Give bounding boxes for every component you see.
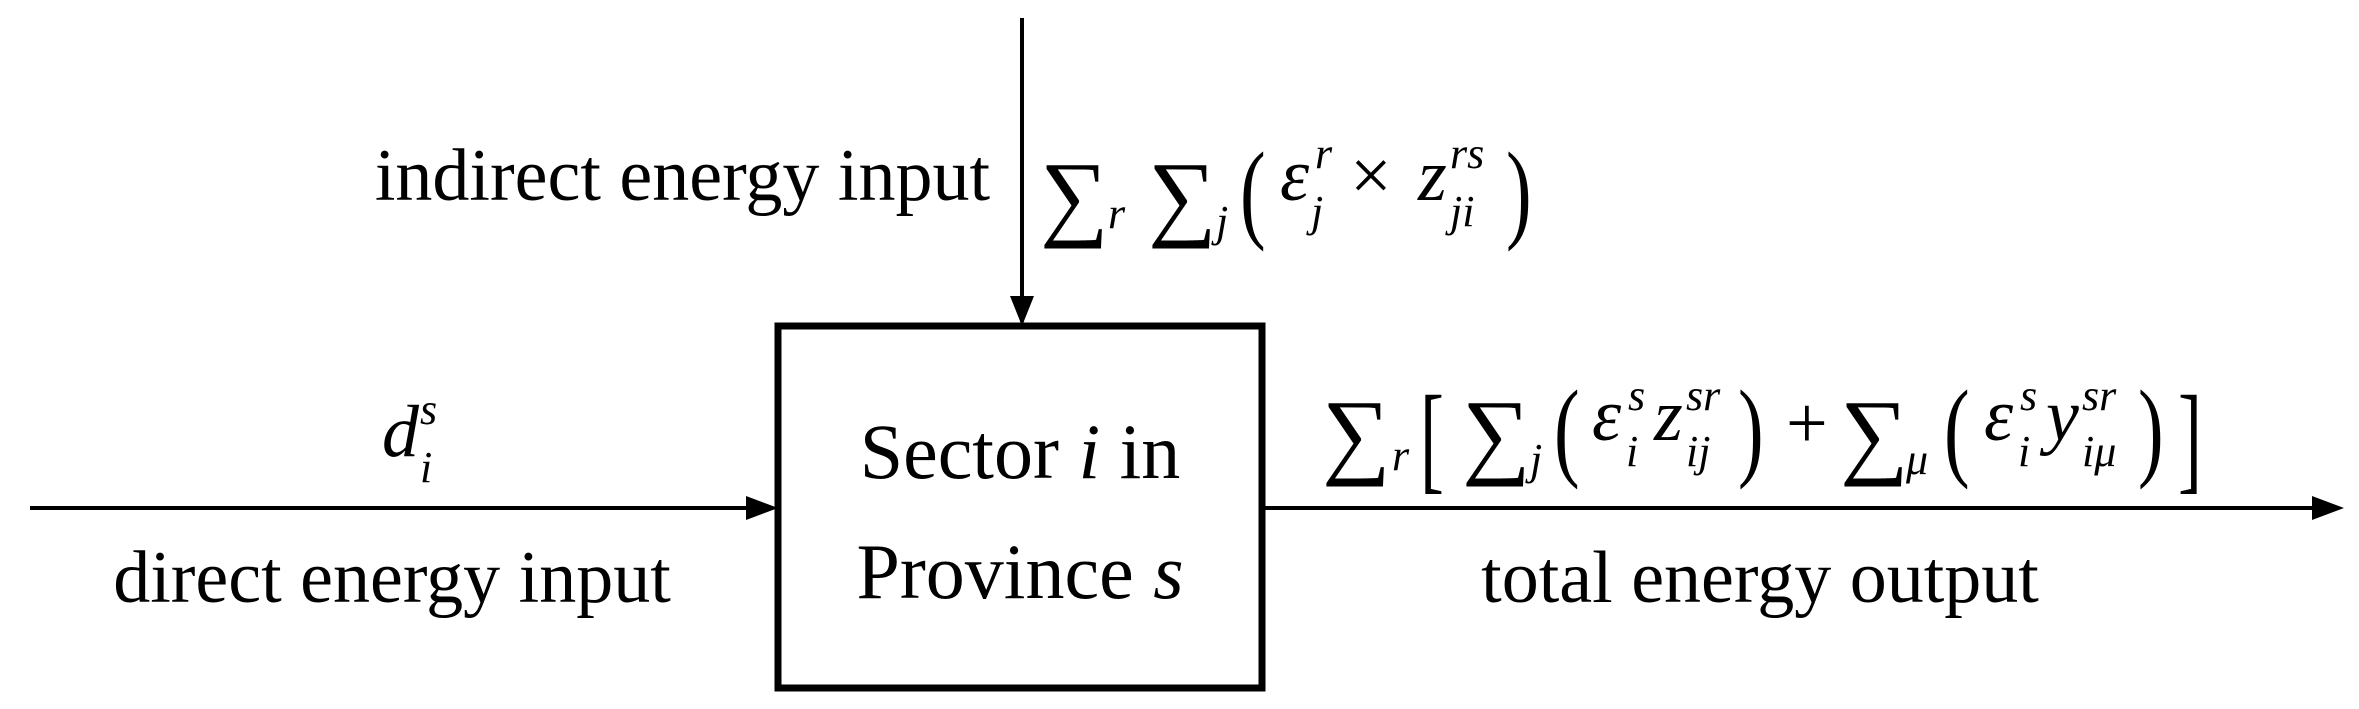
- right-paren: ): [2138, 368, 2164, 491]
- sum-index-j: j: [1211, 197, 1228, 246]
- sum-index-mu: μ: [1905, 435, 1928, 484]
- epsilon-sub-i: i: [1626, 427, 1638, 476]
- z-sub-ij: ij: [1686, 427, 1710, 476]
- direct-input-label: direct energy input: [113, 537, 671, 619]
- z-sup-rs: rs: [1450, 129, 1484, 178]
- y-symbol: y: [2039, 375, 2079, 457]
- sum-index-r: r: [1392, 431, 1410, 480]
- epsilon-symbol: ε: [1984, 375, 2014, 457]
- box-line-2-text: Province: [856, 528, 1153, 615]
- sum-symbol: ∑: [1462, 380, 1530, 487]
- sum-index-r: r: [1108, 189, 1126, 238]
- box-line-2-var: s: [1153, 528, 1183, 615]
- box-line-1: Sector i in: [860, 408, 1181, 495]
- d-symbol: d: [382, 391, 420, 473]
- sum-symbol: ∑: [1322, 380, 1390, 487]
- sum-symbol: ∑: [1148, 142, 1216, 249]
- indirect-formula: ∑ r ∑ j ( ε r j × z rs ji ): [1040, 129, 1532, 252]
- epsilon-sup-s: s: [2020, 371, 2037, 420]
- d-sup-s: s: [420, 385, 437, 434]
- indirect-arrow-head: [1010, 296, 1034, 326]
- sum-index-j: j: [1525, 435, 1542, 484]
- epsilon-sup-r: r: [1315, 129, 1333, 178]
- y-sub-imu: iμ: [2082, 427, 2116, 476]
- total-formula: ∑ r [ ∑ j ( ε s i z sr ij ) + ∑ μ ( ε s …: [1322, 368, 2202, 505]
- direct-arrow-head: [746, 496, 778, 520]
- epsilon-sup-s: s: [1628, 371, 1645, 420]
- box-line-1-suffix: in: [1100, 408, 1180, 495]
- box-line-2: Province s: [856, 528, 1183, 615]
- total-output-label: total energy output: [1481, 537, 2039, 619]
- direct-formula: d s i: [382, 385, 437, 492]
- d-sub-i: i: [420, 443, 432, 492]
- y-sup-sr: sr: [2082, 371, 2117, 420]
- left-paren: (: [1944, 368, 1970, 491]
- box-line-1-var: i: [1078, 408, 1100, 495]
- right-paren: ): [1506, 130, 1532, 253]
- left-paren: (: [1554, 368, 1580, 491]
- plus-symbol: +: [1786, 383, 1828, 465]
- left-bracket: [: [1420, 372, 1444, 504]
- z-sup-sr: sr: [1686, 371, 1721, 420]
- sum-symbol: ∑: [1040, 142, 1108, 249]
- z-symbol: z: [1417, 135, 1447, 217]
- times-symbol: ×: [1350, 135, 1392, 217]
- output-arrow-head: [2312, 496, 2344, 520]
- epsilon-sub-i: i: [2018, 427, 2030, 476]
- z-sub-ji: ji: [1445, 187, 1474, 236]
- epsilon-sub-j: j: [1306, 187, 1323, 236]
- sum-symbol: ∑: [1840, 380, 1908, 487]
- z-symbol: z: [1653, 375, 1683, 457]
- left-paren: (: [1240, 130, 1266, 253]
- indirect-input-label: indirect energy input: [375, 135, 991, 217]
- right-bracket: ]: [2178, 372, 2202, 504]
- epsilon-symbol: ε: [1592, 375, 1622, 457]
- sector-box: [774, 322, 1266, 692]
- right-paren: ): [1738, 368, 1764, 491]
- box-line-1-text: Sector: [860, 408, 1079, 495]
- epsilon-symbol: ε: [1280, 135, 1310, 217]
